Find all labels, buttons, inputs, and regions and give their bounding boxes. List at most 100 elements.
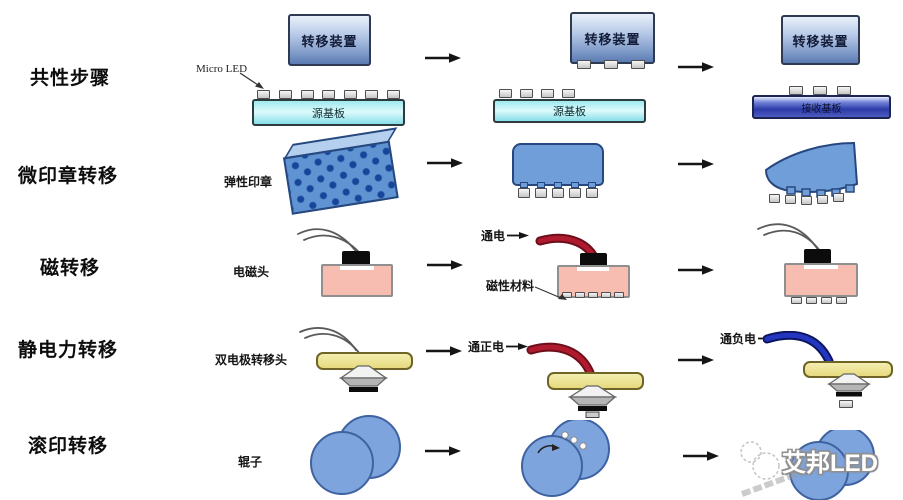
elastic-stamp-3d — [281, 127, 409, 217]
transfer-device-label: 转移装置 — [584, 31, 641, 47]
notch — [577, 267, 609, 271]
stamp-peeling — [764, 141, 859, 198]
flow-arrow — [426, 346, 462, 356]
flow-arrow — [678, 265, 714, 275]
chip-dot — [570, 436, 578, 444]
chip — [785, 195, 796, 204]
chip — [833, 193, 844, 202]
receiving-substrate: 接收基板 — [752, 95, 891, 119]
positive-charge-label-group: 通正电 — [468, 338, 529, 355]
rotation-arrowhead-icon — [552, 444, 560, 451]
chip — [279, 90, 292, 99]
chip — [520, 89, 533, 98]
watermark-text: 艾邦LED — [782, 450, 878, 477]
electromagnet-head — [321, 264, 393, 297]
label-arrow-icon — [507, 232, 530, 239]
blue-wire-icon — [763, 331, 834, 365]
electromagnet-head — [784, 263, 858, 297]
transfer-device-label: 转移装置 — [792, 33, 849, 49]
row-label-micro-stamp: 微印章转移 — [18, 166, 119, 187]
flow-arrow — [678, 355, 714, 365]
transfer-device-box-3: 转移装置 — [781, 15, 860, 65]
positive-charge-label: 通正电 — [468, 340, 505, 354]
notch — [804, 265, 838, 269]
magnet-connector — [342, 251, 370, 266]
power-on-label: 通电 — [481, 229, 506, 243]
chip — [301, 90, 314, 99]
source-substrate-2: 源基板 — [493, 99, 646, 123]
micro-led-label: Micro LED — [196, 63, 248, 75]
flow-arrow — [425, 446, 461, 456]
chip — [604, 60, 618, 69]
notch — [340, 266, 374, 270]
chip — [562, 89, 575, 98]
chip — [344, 90, 357, 99]
row-label-roll-print: 滚印转移 — [28, 436, 109, 457]
source-substrate-label: 源基板 — [312, 107, 345, 120]
chip — [769, 194, 780, 203]
flow-arrow — [427, 260, 463, 270]
chip — [601, 292, 611, 298]
roller-label: 辊子 — [238, 455, 263, 469]
source-substrate-label: 源基板 — [553, 106, 586, 118]
stamp-post — [554, 182, 562, 188]
chip — [365, 90, 378, 99]
transfer-device-box-2: 转移装置 — [570, 12, 655, 64]
row-label-magnetic: 磁转移 — [40, 258, 101, 279]
roller-with-chips — [521, 420, 610, 497]
wires-icon — [757, 223, 824, 256]
chip — [631, 60, 645, 69]
chip — [836, 297, 847, 304]
transfer-head — [567, 385, 618, 418]
chip — [387, 90, 400, 99]
row-label-common-steps: 共性步骤 — [30, 68, 111, 89]
chip — [499, 89, 512, 98]
chip — [518, 188, 530, 198]
chip — [817, 195, 828, 204]
stamp-with-chips — [512, 143, 604, 186]
elastic-stamp-label: 弹性印章 — [224, 175, 273, 189]
magnetic-material-pointer-icon — [534, 286, 567, 300]
chip — [552, 188, 564, 198]
chip — [821, 297, 832, 304]
chip — [588, 292, 598, 298]
flow-arrow — [425, 53, 461, 63]
chip — [614, 292, 624, 298]
source-substrate-1: 源基板 — [252, 99, 405, 126]
chip — [806, 297, 817, 304]
magnetic-material-label: 磁性材料 — [486, 279, 535, 293]
chip-dot — [561, 431, 569, 439]
dual-electrode-head-label: 双电极转移头 — [215, 353, 288, 367]
flow-arrow — [678, 62, 714, 72]
stamp-post — [537, 182, 545, 188]
watermark-logo — [740, 441, 804, 497]
chip-dot — [579, 442, 587, 450]
chip — [837, 86, 851, 95]
row-label-electrostatic: 静电力转移 — [18, 340, 119, 361]
stamp-post — [588, 182, 596, 188]
transfer-head — [338, 365, 389, 392]
chip — [569, 188, 581, 198]
chip — [322, 90, 335, 99]
stamp-post — [520, 182, 528, 188]
electromagnet-head-label: 电磁头 — [233, 265, 270, 279]
transfer-head — [827, 373, 871, 397]
chip — [791, 297, 802, 304]
chip — [257, 90, 270, 99]
transfer-device-label: 转移装置 — [301, 33, 358, 49]
chip — [789, 86, 803, 95]
chip — [801, 196, 812, 205]
chip — [586, 188, 598, 198]
wires-icon — [299, 327, 361, 355]
power-on-label-group: 通电 — [481, 227, 530, 244]
negative-charge-label: 通负电 — [720, 332, 757, 346]
receiving-substrate-label: 接收基板 — [801, 103, 842, 115]
flow-arrow — [683, 451, 719, 461]
chip — [813, 86, 827, 95]
roller — [310, 415, 401, 495]
label-arrow-icon — [506, 343, 529, 350]
stamp-post — [571, 182, 579, 188]
red-wire-icon — [526, 342, 596, 378]
chip — [535, 188, 547, 198]
micro-led-pointer-arrow-icon — [239, 72, 264, 89]
